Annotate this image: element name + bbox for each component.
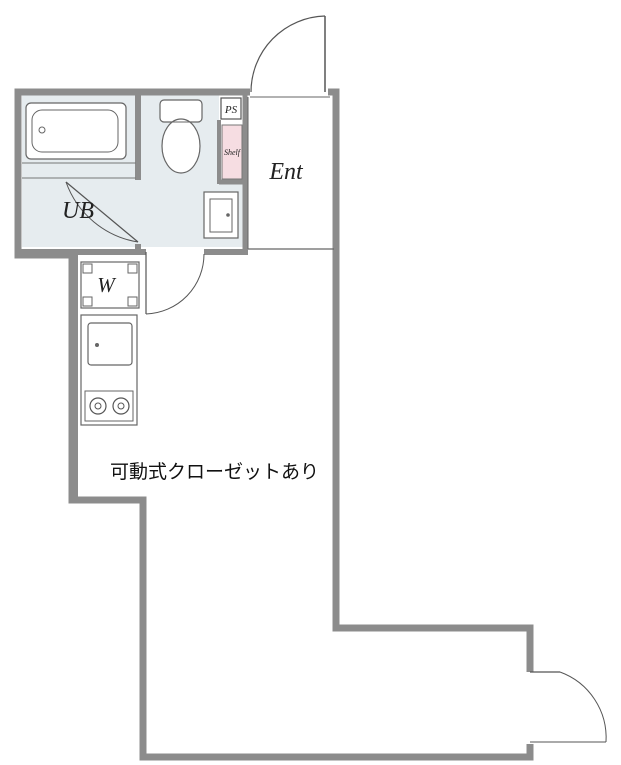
washer-corner-tl bbox=[82, 263, 93, 274]
washer-corner-bl bbox=[82, 296, 93, 307]
entrance-door-arc bbox=[250, 15, 326, 93]
stove bbox=[84, 390, 134, 422]
shelf bbox=[221, 124, 243, 180]
washer-corner-tr bbox=[127, 263, 138, 274]
washbasin-bowl bbox=[209, 198, 233, 233]
entrance-gap bbox=[250, 87, 328, 97]
kitchen-sink-drain bbox=[95, 343, 99, 347]
stove-burner-right bbox=[112, 397, 130, 415]
bathtub-drain bbox=[38, 126, 46, 134]
balcony-door-arc bbox=[559, 671, 607, 743]
bath-door-gap bbox=[134, 180, 142, 244]
stove-burner-right-in bbox=[117, 402, 125, 410]
shelf-label: Shelf bbox=[224, 148, 242, 157]
pipe-space bbox=[220, 97, 242, 120]
bathtub-inner bbox=[31, 109, 119, 153]
toilet-bowl bbox=[161, 118, 201, 174]
bath-label: UB bbox=[62, 198, 94, 224]
toilet-door-gap bbox=[146, 248, 204, 256]
kitchen-sink bbox=[87, 322, 133, 366]
stove-burner-left-in bbox=[94, 402, 102, 410]
pipe-space-label: PS bbox=[224, 104, 238, 116]
stove-burner-left bbox=[89, 397, 107, 415]
washer-corner-br bbox=[127, 296, 138, 307]
washbasin-tap bbox=[226, 213, 230, 217]
toilet-door-arc bbox=[145, 253, 205, 315]
entrance-label: Ent bbox=[268, 159, 304, 185]
balcony-door-gap bbox=[525, 672, 535, 744]
closet-note: 可動式クローゼットあり bbox=[110, 461, 319, 483]
bath-door-leaf bbox=[65, 181, 139, 243]
washer-label: W bbox=[97, 273, 117, 297]
bath-door-arc bbox=[65, 181, 139, 243]
